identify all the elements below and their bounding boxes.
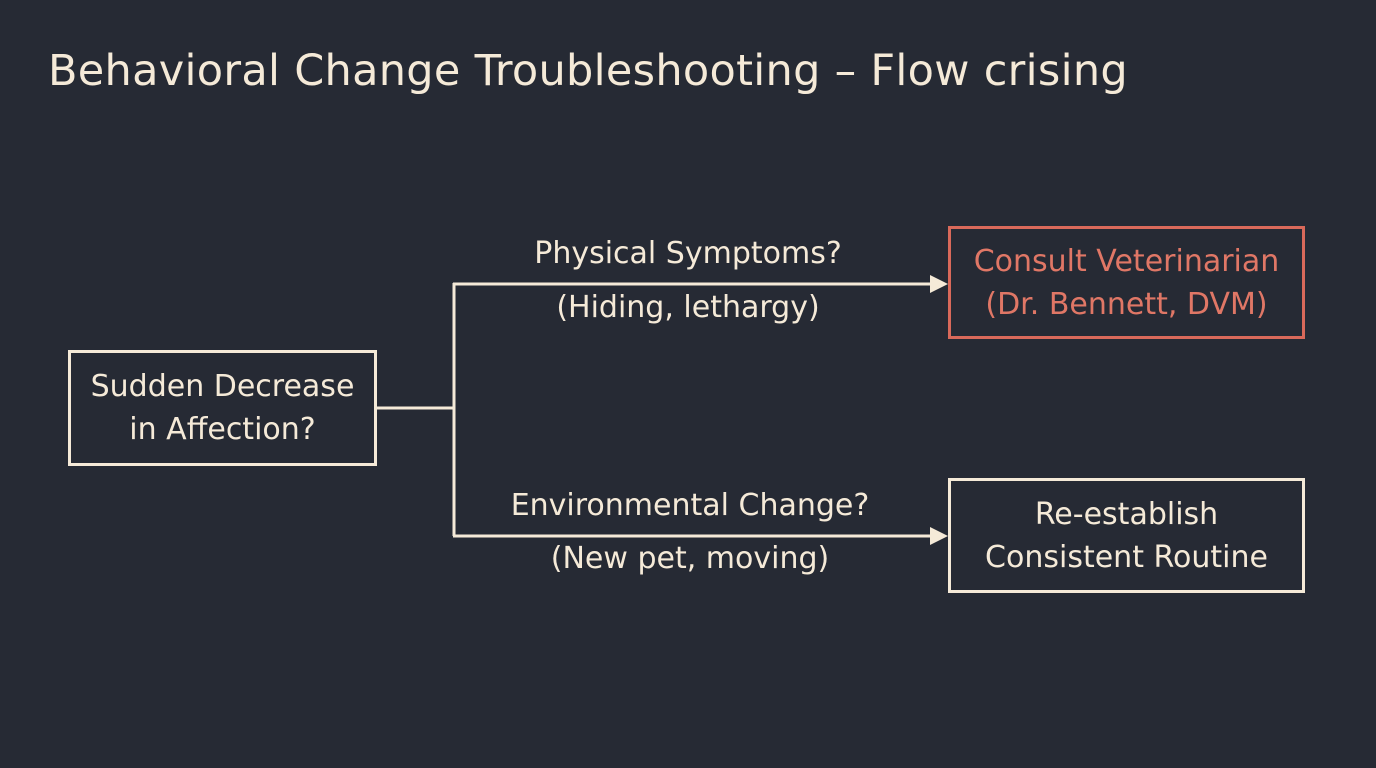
arrow-to-vet-icon [930, 275, 948, 293]
node-consult-veterinarian-line1: Consult Veterinarian [973, 243, 1280, 279]
node-reestablish-routine-line2: Consistent Routine [985, 539, 1268, 575]
node-consult-veterinarian: Consult Veterinarian (Dr. Bennett, DVM) [948, 226, 1305, 339]
node-sudden-decrease: Sudden Decrease in Affection? [68, 350, 377, 466]
node-reestablish-routine-line1: Re-establish [1034, 496, 1219, 532]
node-sudden-decrease-line1: Sudden Decrease [90, 369, 355, 404]
edge-physical-detail: (Hiding, lethargy) [556, 290, 820, 325]
node-sudden-decrease-line2: in Affection? [129, 412, 316, 447]
edge-environmental-question: Environmental Change? [510, 488, 870, 523]
edge-physical-question: Physical Symptoms? [534, 236, 842, 271]
node-reestablish-routine: Re-establish Consistent Routine [948, 478, 1305, 593]
diagram-title: Behavioral Change Troubleshooting – Flow… [48, 46, 1128, 96]
node-consult-veterinarian-line2: (Dr. Bennett, DVM) [985, 286, 1268, 322]
arrow-to-routine-icon [930, 527, 948, 545]
edge-environmental-detail: (New pet, moving) [550, 541, 830, 576]
